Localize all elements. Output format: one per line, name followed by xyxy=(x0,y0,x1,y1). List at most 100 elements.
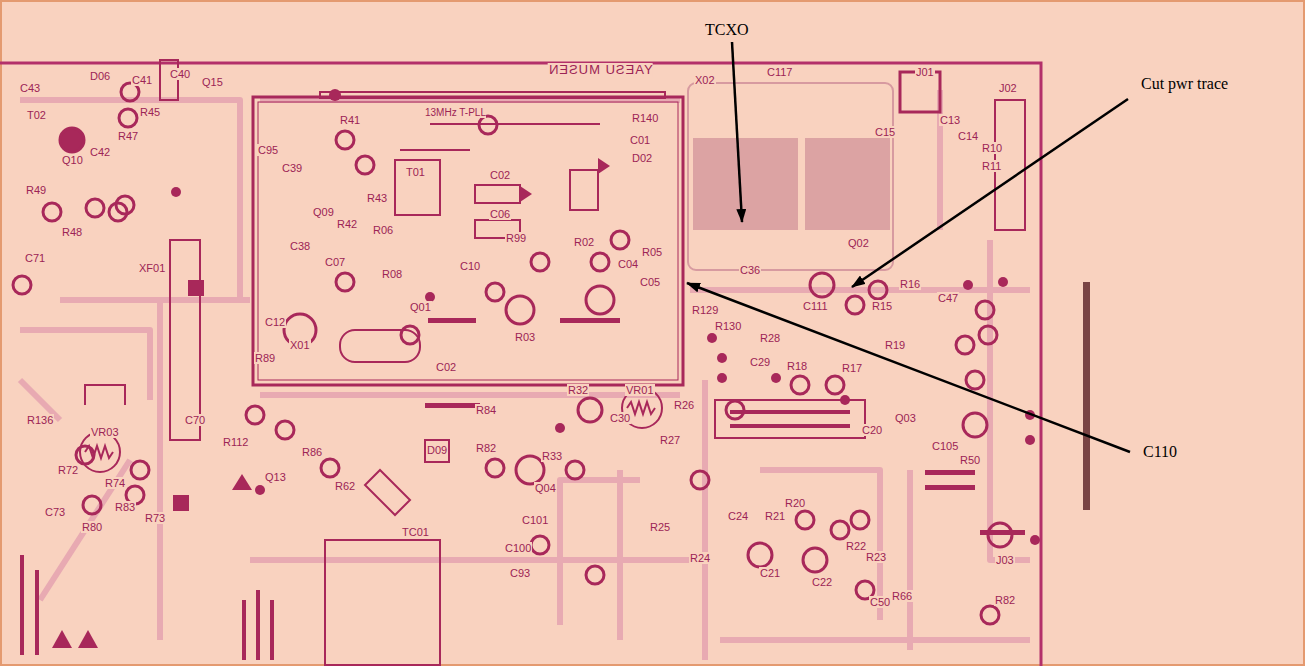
part-designator: R02 xyxy=(573,236,595,248)
copper-traces xyxy=(20,90,1030,660)
part-designator: R19 xyxy=(884,339,906,351)
part-designator: C21 xyxy=(759,567,781,579)
part-designator: T02 xyxy=(26,109,47,121)
part-designator: R33 xyxy=(541,450,563,462)
part-designator: C10 xyxy=(459,260,481,272)
part-designator: C38 xyxy=(289,240,311,252)
part-designator: R22 xyxy=(845,540,867,552)
part-designator: Q01 xyxy=(409,301,432,313)
part-designator: Q09 xyxy=(312,206,335,218)
part-designator: VR03 xyxy=(90,426,120,438)
part-designator: R21 xyxy=(764,510,786,522)
part-designator: R10 xyxy=(981,142,1003,154)
part-designator: R23 xyxy=(865,551,887,563)
part-designator: R62 xyxy=(334,480,356,492)
part-designator: Q15 xyxy=(201,76,224,88)
part-designator: C70 xyxy=(184,414,206,426)
part-designator: D02 xyxy=(631,152,653,164)
part-designator: Q13 xyxy=(264,471,287,483)
part-designator: C24 xyxy=(727,510,749,522)
part-designator: R89 xyxy=(254,352,276,364)
part-designator: C95 xyxy=(257,144,279,156)
part-designator: C40 xyxy=(169,68,191,80)
part-designator: C36 xyxy=(739,264,761,276)
part-designator: R48 xyxy=(61,226,83,238)
part-designator: C117 xyxy=(766,66,793,78)
part-designator: R129 xyxy=(691,304,719,316)
part-designator: R24 xyxy=(689,552,711,564)
callout-label: Cut pwr trace xyxy=(1139,75,1230,93)
part-designator: R136 xyxy=(26,414,54,426)
part-designator: R130 xyxy=(714,320,742,332)
part-designator: R25 xyxy=(649,521,671,533)
part-designator: C50 xyxy=(869,596,891,608)
part-designator: R73 xyxy=(144,512,166,524)
part-designator: C02 xyxy=(489,169,511,181)
part-designator: TC01 xyxy=(401,526,430,538)
part-designator: R42 xyxy=(336,218,358,230)
via-dots xyxy=(20,89,1040,660)
part-designator: VR01 xyxy=(625,384,655,396)
part-designator: C01 xyxy=(629,134,651,146)
part-designator: R47 xyxy=(117,130,139,142)
part-designator: T01 xyxy=(405,166,426,178)
part-designator: R83 xyxy=(114,501,136,513)
part-designator: C02 xyxy=(435,361,457,373)
leader-line xyxy=(852,99,1128,287)
part-designator: C22 xyxy=(811,576,833,588)
part-designator: C101 xyxy=(521,514,549,526)
part-designator: R08 xyxy=(381,268,403,280)
part-designator: C47 xyxy=(937,292,959,304)
part-designator: C93 xyxy=(509,567,531,579)
part-designator: C29 xyxy=(749,356,771,368)
component-outlines xyxy=(80,60,865,665)
part-designator: C30 xyxy=(609,412,631,424)
part-designator: Q03 xyxy=(894,412,917,424)
part-designator: R15 xyxy=(871,300,893,312)
part-designator: Q02 xyxy=(847,237,870,249)
part-designator: D06 xyxy=(89,70,111,82)
part-designator: R28 xyxy=(759,332,781,344)
part-designator: R86 xyxy=(301,446,323,458)
part-designator: C43 xyxy=(19,82,41,94)
part-designator: C15 xyxy=(874,126,896,138)
part-designator: C12 xyxy=(264,316,286,328)
part-designator: R45 xyxy=(139,106,161,118)
part-designator: R80 xyxy=(81,521,103,533)
part-designator: X01 xyxy=(289,339,311,351)
leader-line xyxy=(687,283,1130,452)
part-designator: C71 xyxy=(24,252,46,264)
part-designator: J03 xyxy=(995,554,1015,566)
part-designator: C73 xyxy=(44,506,66,518)
part-designator: R99 xyxy=(505,232,527,244)
part-designator: J02 xyxy=(998,82,1018,94)
part-designator: C39 xyxy=(281,162,303,174)
part-designator: C100 xyxy=(504,542,532,554)
part-designator: C14 xyxy=(957,130,979,142)
part-designator: R112 xyxy=(222,436,249,448)
part-designator: R50 xyxy=(959,454,981,466)
part-designator: C105 xyxy=(931,440,959,452)
callout-label: C110 xyxy=(1141,443,1179,461)
part-designator: C13 xyxy=(939,114,961,126)
callout-label: TCXO xyxy=(703,21,751,39)
part-designator: R27 xyxy=(659,434,681,446)
part-designator: R72 xyxy=(57,464,79,476)
part-designator: R32 xyxy=(567,384,589,396)
part-designator: C04 xyxy=(617,258,639,270)
part-designator: R140 xyxy=(631,112,659,124)
part-designator: R74 xyxy=(104,477,126,489)
part-designator: C111 xyxy=(802,300,829,312)
part-designator: C05 xyxy=(639,276,661,288)
part-designator: J01 xyxy=(915,66,935,78)
part-designator: R06 xyxy=(372,224,394,236)
part-designator: D09 xyxy=(426,444,448,456)
edge-bar xyxy=(1083,282,1090,510)
part-designator: R84 xyxy=(475,404,497,416)
diode-symbols xyxy=(52,158,610,648)
part-designator: R82 xyxy=(475,442,497,454)
